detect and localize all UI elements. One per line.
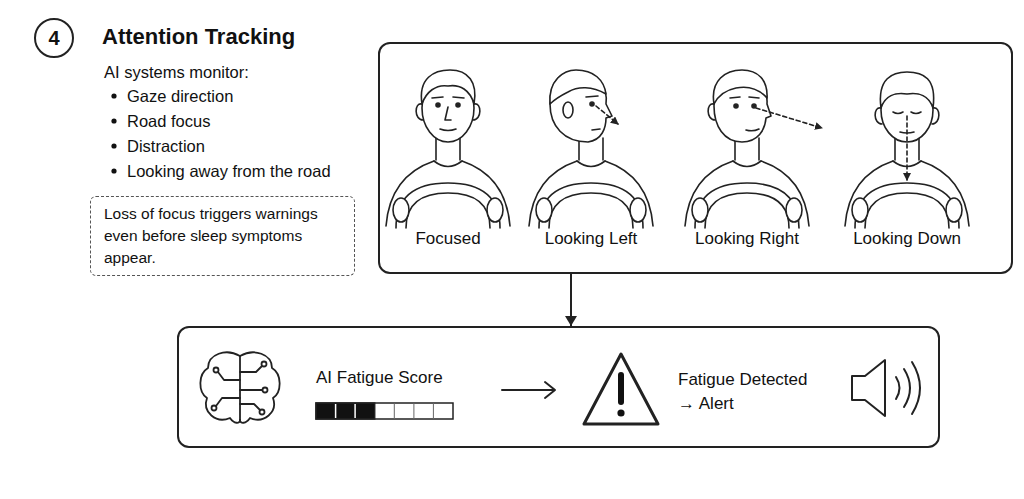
driver-looking-left-part-part <box>550 72 612 142</box>
driver-focused-part-part <box>456 103 460 107</box>
driver-looking-down-part-part <box>893 112 921 114</box>
brain-icon-part <box>240 366 262 372</box>
driver-looking-left-part-part <box>586 96 598 97</box>
speaker-icon-part <box>852 360 885 416</box>
driver-looking-left-part-part <box>550 70 606 104</box>
driver-looking-right-part-part <box>714 74 771 142</box>
driver-focused-part-part <box>440 129 456 131</box>
intro-text: AI systems monitor: <box>104 62 249 82</box>
gaze-arrow <box>756 108 822 128</box>
bullet-dots-part <box>111 143 116 148</box>
gaze-arrow <box>906 116 908 180</box>
driver-focused-part <box>386 138 510 228</box>
brain-icon-part <box>214 368 219 373</box>
driver-focused-part-part <box>416 104 480 120</box>
driver-looking-left-part <box>529 138 653 228</box>
driver-looking-down-part-part <box>875 108 939 124</box>
brain-icon-part <box>262 362 267 367</box>
driver-focused-part-part <box>432 97 464 98</box>
driver-looking-down-part <box>875 72 939 180</box>
gaze-arrow <box>596 106 618 124</box>
driver-focused-part-part <box>436 103 440 107</box>
driver-looking-right <box>685 70 822 228</box>
driver-looking-down-part <box>845 138 969 228</box>
fatigue-score-bar-part <box>336 404 356 418</box>
state-label: Looking Down <box>837 229 977 249</box>
note-text: Loss of focus triggers warnings even bef… <box>104 203 349 269</box>
driver-focused-part-part <box>421 70 474 104</box>
brain-icon-part <box>218 372 240 380</box>
brain-icon-part <box>240 352 280 422</box>
speaker-icon-part <box>904 369 910 407</box>
score-label: AI Fatigue Score <box>316 367 476 389</box>
alert-label: Fatigue Detected → Alert <box>678 368 820 416</box>
driver-looking-right-part-part <box>746 129 759 131</box>
flow-arrow <box>565 274 577 326</box>
fatigue-score-bar-part <box>394 403 433 419</box>
driver-looking-right-part-part <box>708 104 715 120</box>
state-label: Looking Right <box>677 229 817 249</box>
bullet-item: Looking away from the road <box>127 161 331 181</box>
brain-icon-part <box>239 356 241 420</box>
bullet-dots <box>111 93 116 173</box>
fatigue-score-bar <box>316 403 453 419</box>
process-arrow-part <box>545 382 555 398</box>
speaker-icon <box>852 360 920 416</box>
driver-looking-left-part-part <box>563 102 573 118</box>
state-label: Looking Left <box>521 229 661 249</box>
driver-looking-right-part <box>708 70 822 142</box>
driver-looking-right-part-part <box>713 70 767 104</box>
driver-looking-right-part-part <box>730 97 759 98</box>
driver-looking-down-part-part <box>880 72 933 108</box>
brain-icon-part <box>212 406 217 411</box>
driver-looking-left-part-part <box>590 102 594 106</box>
brain-icon-part <box>263 388 268 393</box>
brain-icon-part <box>260 410 265 415</box>
bullet-dots-part <box>111 168 116 173</box>
fatigue-score-bar-part <box>316 403 375 419</box>
bullet-dots-part <box>111 93 116 98</box>
brain-icon-part <box>216 398 240 406</box>
driver-focused-part-part <box>422 74 474 142</box>
fatigue-result-box: AI Fatigue Score Fatigue Detected → Alert <box>177 326 940 448</box>
state-label: Focused <box>378 229 518 249</box>
brain-icon <box>200 352 279 422</box>
warning-triangle-part <box>618 375 624 402</box>
fatigue-score-bar-part <box>316 403 453 419</box>
bullet-dots-part <box>111 118 116 123</box>
process-arrow <box>502 382 555 398</box>
driver-looking-left <box>529 70 653 228</box>
driver-looking-down-part-part <box>900 132 914 133</box>
bullet-item: Road focus <box>127 111 210 131</box>
speaker-icon-part <box>896 377 900 399</box>
driver-looking-left-part-part <box>592 129 600 130</box>
driver-looking-right-part-part <box>734 104 738 108</box>
bullet-item: Distraction <box>127 136 205 156</box>
process-arrow-part <box>502 389 554 391</box>
speaker-icon-part <box>912 362 920 414</box>
driver-focused-part <box>416 70 480 142</box>
driver-focused <box>386 70 510 228</box>
bullet-item: Gaze direction <box>127 86 233 106</box>
brain-icon-part <box>240 404 260 410</box>
brain-icon-part <box>200 352 240 422</box>
warning-triangle <box>584 354 658 424</box>
step-number: 4 <box>36 20 72 56</box>
brain-icon-part <box>240 389 262 391</box>
note-box: Loss of focus triggers warnings even bef… <box>90 196 355 276</box>
arrow-line <box>570 274 572 326</box>
driver-looking-down-part-part <box>881 78 933 142</box>
driver-looking-right-part <box>685 138 809 228</box>
warning-triangle-part <box>617 409 624 416</box>
driver-looking-right-part-part <box>752 104 756 108</box>
driver-states-panel: FocusedLooking Left Looking Right Looking … <box>378 42 1013 274</box>
driver-focused-part-part <box>445 107 451 120</box>
driver-looking-left-part <box>550 70 618 142</box>
driver-looking-down <box>845 72 969 228</box>
step-number-circle: 4 <box>34 18 74 58</box>
diagram-title: Attention Tracking <box>102 24 295 50</box>
warning-triangle-part <box>584 354 658 424</box>
arrow-head <box>565 316 577 326</box>
